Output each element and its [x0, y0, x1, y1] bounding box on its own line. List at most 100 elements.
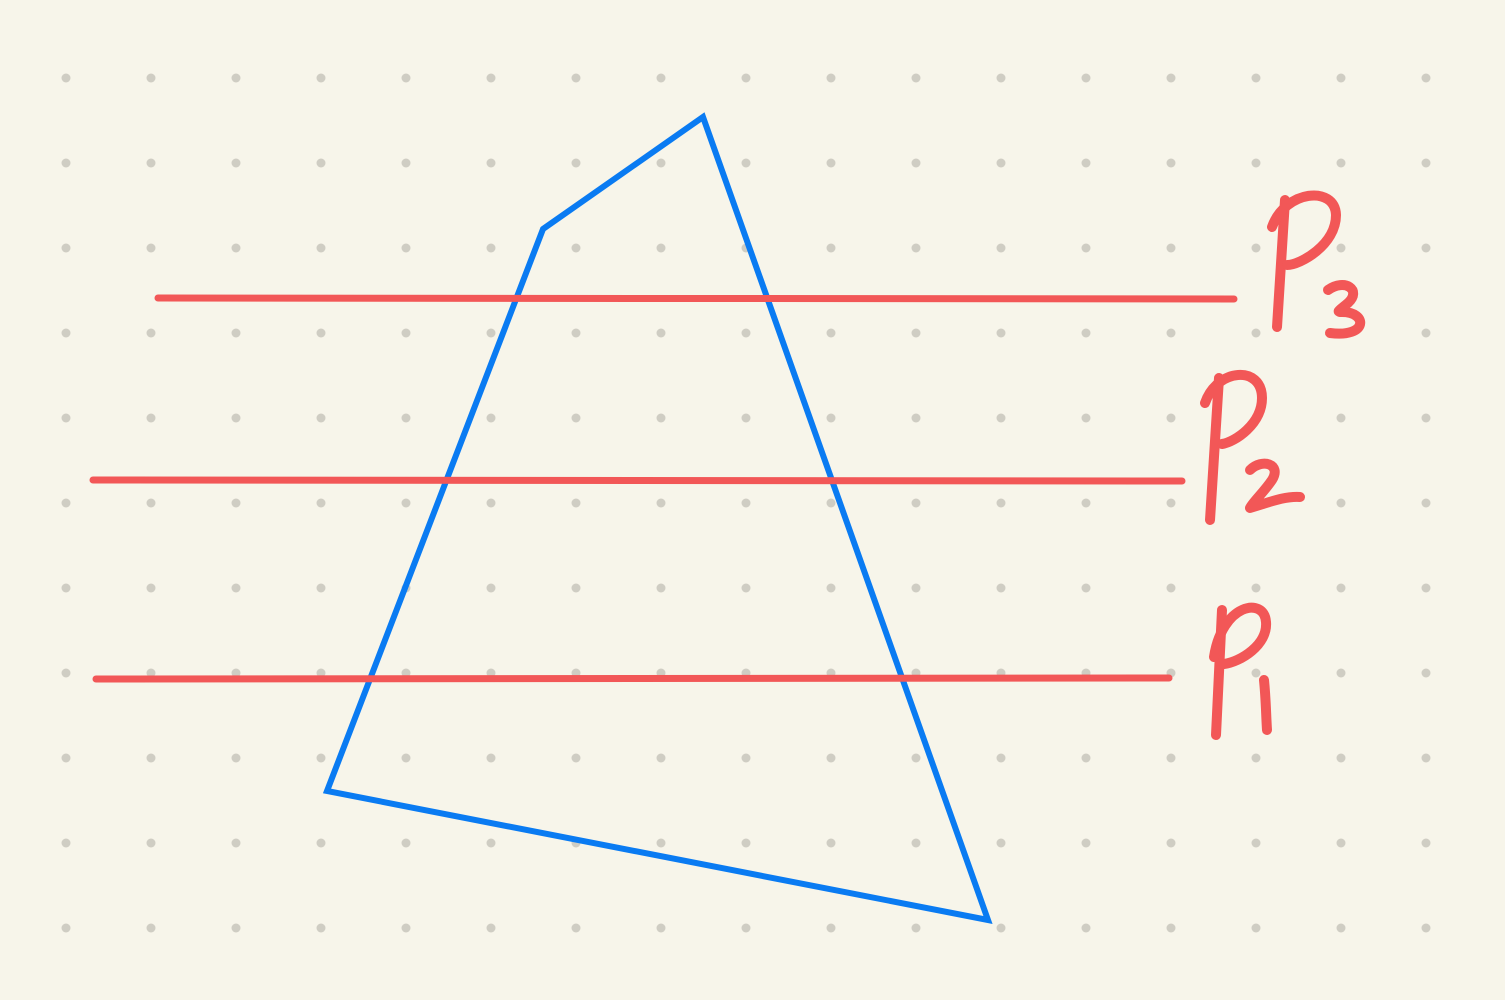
grid-dot [911, 243, 921, 253]
grid-dot [146, 328, 156, 338]
grid-dot [486, 498, 496, 508]
grid-dot [401, 498, 411, 508]
grid-dot [486, 753, 496, 763]
grid-dot [826, 583, 836, 593]
grid-dot [316, 413, 326, 423]
grid-dot [741, 583, 751, 593]
grid-dot [146, 923, 156, 933]
grid-dot [996, 753, 1006, 763]
grid-dot [911, 583, 921, 593]
grid-dot [1421, 243, 1431, 253]
grid-dot [741, 413, 751, 423]
label-p2: P2 [1200, 369, 1305, 525]
grid-dot [401, 243, 411, 253]
grid-dot [741, 328, 751, 338]
grid-dot [656, 158, 666, 168]
label-p1: P1 [1209, 602, 1272, 740]
grid-dot [911, 923, 921, 933]
grid-dot [1336, 583, 1346, 593]
grid-dot [231, 413, 241, 423]
grid-dot [61, 328, 71, 338]
grid-dot [656, 498, 666, 508]
grid-dot [1251, 838, 1261, 848]
grid-dot [911, 328, 921, 338]
grid-dot [741, 158, 751, 168]
grid-dot [486, 583, 496, 593]
grid-dot [1336, 413, 1346, 423]
grid-dot [401, 73, 411, 83]
grid-dot [1166, 158, 1176, 168]
grid-dot [146, 158, 156, 168]
grid-dot [401, 838, 411, 848]
grid-dot [316, 243, 326, 253]
grid-dot [231, 923, 241, 933]
grid-dot [231, 753, 241, 763]
grid-dot [656, 923, 666, 933]
grid-dot [401, 753, 411, 763]
grid-dot [1251, 668, 1261, 678]
grid-dot [741, 838, 751, 848]
grid-dot [486, 158, 496, 168]
grid-dot [1421, 583, 1431, 593]
grid-dot [1421, 73, 1431, 83]
grid-dot [1251, 753, 1261, 763]
grid-dot [146, 413, 156, 423]
grid-dot [1421, 923, 1431, 933]
line-p2 [89, 476, 1186, 485]
grid-dot [826, 838, 836, 848]
grid-dot [656, 243, 666, 253]
grid-dot [1166, 753, 1176, 763]
grid-dot [61, 753, 71, 763]
grid-dot [1166, 73, 1176, 83]
grid-dot [911, 413, 921, 423]
grid-dot [146, 838, 156, 848]
grid-dot [911, 73, 921, 83]
grid-dot [316, 668, 326, 678]
grid-dot [996, 498, 1006, 508]
grid-dot [996, 413, 1006, 423]
grid-dot [1421, 413, 1431, 423]
grid-dot [656, 73, 666, 83]
grid-dot [826, 243, 836, 253]
grid-dot [1336, 668, 1346, 678]
grid-dot [486, 243, 496, 253]
grid-dot [61, 243, 71, 253]
grid-dot [911, 498, 921, 508]
grid-dot [1421, 753, 1431, 763]
grid-dot [656, 753, 666, 763]
grid-dot [486, 413, 496, 423]
grid-dot [1421, 328, 1431, 338]
grid-dot [486, 73, 496, 83]
grid-dot [656, 413, 666, 423]
grid-dot [741, 498, 751, 508]
grid-dot [1081, 753, 1091, 763]
grid-dot [1421, 838, 1431, 848]
grid-dot [146, 498, 156, 508]
grid-dot [401, 328, 411, 338]
grid-dot [316, 73, 326, 83]
grid-dot [1166, 923, 1176, 933]
grid-dot [316, 158, 326, 168]
grid-dot [571, 158, 581, 168]
grid-dot [1336, 838, 1346, 848]
grid-dot [1166, 243, 1176, 253]
grid-dot [1251, 73, 1261, 83]
grid-dot [61, 838, 71, 848]
grid-dot [316, 838, 326, 848]
polygon-shape [322, 112, 993, 924]
grid-dot [486, 838, 496, 848]
grid-dot [1336, 73, 1346, 83]
grid-dot [1081, 923, 1091, 933]
grid-dot [996, 838, 1006, 848]
grid-dot [996, 328, 1006, 338]
grid-dot [61, 923, 71, 933]
grid-dot [231, 498, 241, 508]
grid-dot [316, 753, 326, 763]
grid-dot [1166, 838, 1176, 848]
grid-dot [1251, 158, 1261, 168]
grid-dot [911, 753, 921, 763]
grid-dot [1251, 328, 1261, 338]
grid-dot [571, 583, 581, 593]
grid-dot [231, 243, 241, 253]
